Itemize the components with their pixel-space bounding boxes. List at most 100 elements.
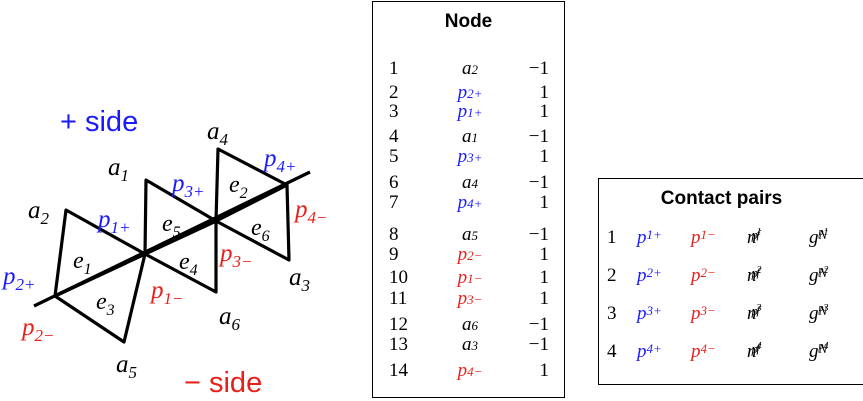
node-value: −1 [528,224,549,245]
node-symbol: p4− [457,360,483,381]
element-label-e5: e5 [162,211,181,241]
contact-pair-index: 4 [607,341,617,362]
element-label-e4: e4 [179,249,198,279]
node-symbol: a2 [462,58,478,79]
node-symbol: p1− [457,267,483,288]
node-table-row: 3 p1+ 1 [373,101,564,122]
node-value: −1 [528,314,549,335]
node-value: −1 [528,172,549,193]
node-index: 1 [389,58,399,79]
contact-pair-index: 1 [607,227,617,248]
node-index: 14 [389,360,408,381]
node-value: −1 [528,58,549,79]
node-symbol: p4+ [457,192,483,213]
plus-side-label: + side [60,106,138,138]
node-table-row: 1 a2 −1 [373,58,564,79]
node-value: 1 [539,101,550,122]
node-symbol: a4 [462,172,478,193]
contact-pair-index: 3 [607,303,617,324]
mesh-diagram: + side − side a1a2a3a4a5a6p1+p2+p3+p4+p1… [1,106,327,399]
element-e6-shape [214,183,291,262]
node-label-a6: a6 [219,303,241,334]
node-symbol: a6 [462,314,478,335]
node-index: 9 [389,244,399,265]
node-table-row: 5 p3+ 1 [373,146,564,167]
node-symbol: a5 [462,224,478,245]
node-value: −1 [528,126,549,147]
node-index: 5 [389,146,399,167]
node-label-p1p: p1+ [96,206,130,237]
node-index: 3 [389,101,399,122]
node-symbol: p3− [457,288,483,309]
node-symbol: p2− [457,244,483,265]
node-table-row: 11 p3− 1 [373,288,564,309]
node-index: 11 [389,288,408,309]
element-label-e6: e6 [251,215,270,245]
node-label-p1m: p1− [149,277,183,308]
node-value: 1 [539,82,550,103]
node-symbol: p1+ [457,101,483,122]
node-label-a4: a4 [207,118,229,149]
minus-side-label: − side [184,367,262,399]
node-symbol: a3 [462,334,478,355]
node-label-p2p: p2+ [1,263,35,294]
node-symbol: p2+ [457,82,483,103]
node-symbol: a1 [462,126,478,147]
node-table-row: 4 a1 −1 [373,126,564,147]
node-value: −1 [528,334,549,355]
node-index: 12 [389,314,408,335]
contact-pair-index: 2 [607,265,617,286]
mesh-lines [33,147,311,344]
node-value: 1 [539,192,550,213]
node-index: 13 [389,334,408,355]
node-label-p2m: p2− [20,314,54,345]
node-value: 1 [539,267,550,288]
node-table-row: 12 a6 −1 [373,314,564,335]
node-value: 1 [539,288,550,309]
element-e3-shape [53,252,147,344]
node-index: 7 [389,192,399,213]
node-table-row: 13 a3 −1 [373,334,564,355]
node-label-a3: a3 [289,264,310,295]
node-index: 8 [389,224,399,245]
node-table-row: 9 p2− 1 [373,244,564,265]
node-symbol: p3+ [457,146,483,167]
node-index: 10 [389,267,408,288]
node-table-row: 7 p4+ 1 [373,192,564,213]
node-label-p3m: p3− [218,240,252,271]
node-label-a2: a2 [28,197,50,228]
node-table-title: Node [444,11,493,32]
node-table-row: 10 p1− 1 [373,267,564,288]
element-label-e1: e1 [73,248,92,278]
node-value: 1 [539,244,550,265]
contact-pairs-title: Contact pairs [660,188,783,209]
node-label-p3p: p3+ [170,170,204,201]
node-label-p4m: p4− [293,196,327,227]
element-label-e3: e3 [96,289,115,319]
node-value: 1 [539,146,550,167]
element-e4-shape [143,219,218,294]
node-label-p4p: p4+ [262,145,296,176]
node-index: 4 [389,126,399,147]
node-index: 6 [389,172,399,193]
